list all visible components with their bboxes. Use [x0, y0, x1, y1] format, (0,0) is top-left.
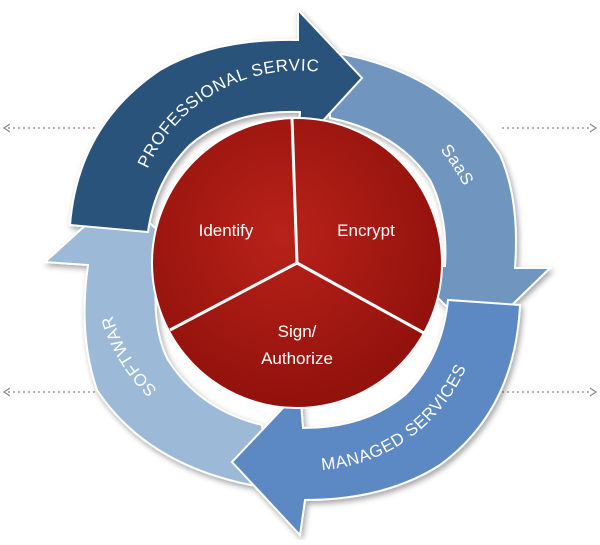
software-arrow [42, 194, 270, 490]
marker-right-top-arrowhead [589, 123, 598, 133]
side-markers [2, 123, 598, 397]
core-label-identify: Identify [199, 221, 254, 240]
core-divider-left [169, 261, 298, 332]
core-divider-top [290, 117, 299, 264]
core-label-encrypt: Encrypt [337, 221, 395, 240]
managed-services-arrow [230, 298, 522, 538]
marker-right-bottom-arrowhead [589, 387, 598, 397]
core-divider-right [296, 261, 425, 335]
core-circle: Identify Encrypt Sign/ Authorize [151, 117, 443, 409]
professional-services-arrow [68, 7, 364, 234]
cycle-arrows [42, 7, 553, 538]
saas-arrow [329, 50, 553, 340]
core-label-authorize: Authorize [261, 349, 333, 368]
marker-left-top-arrowhead [2, 123, 11, 133]
core-label-sign: Sign/ [278, 322, 317, 341]
marker-left-bottom-arrowhead [2, 387, 11, 397]
